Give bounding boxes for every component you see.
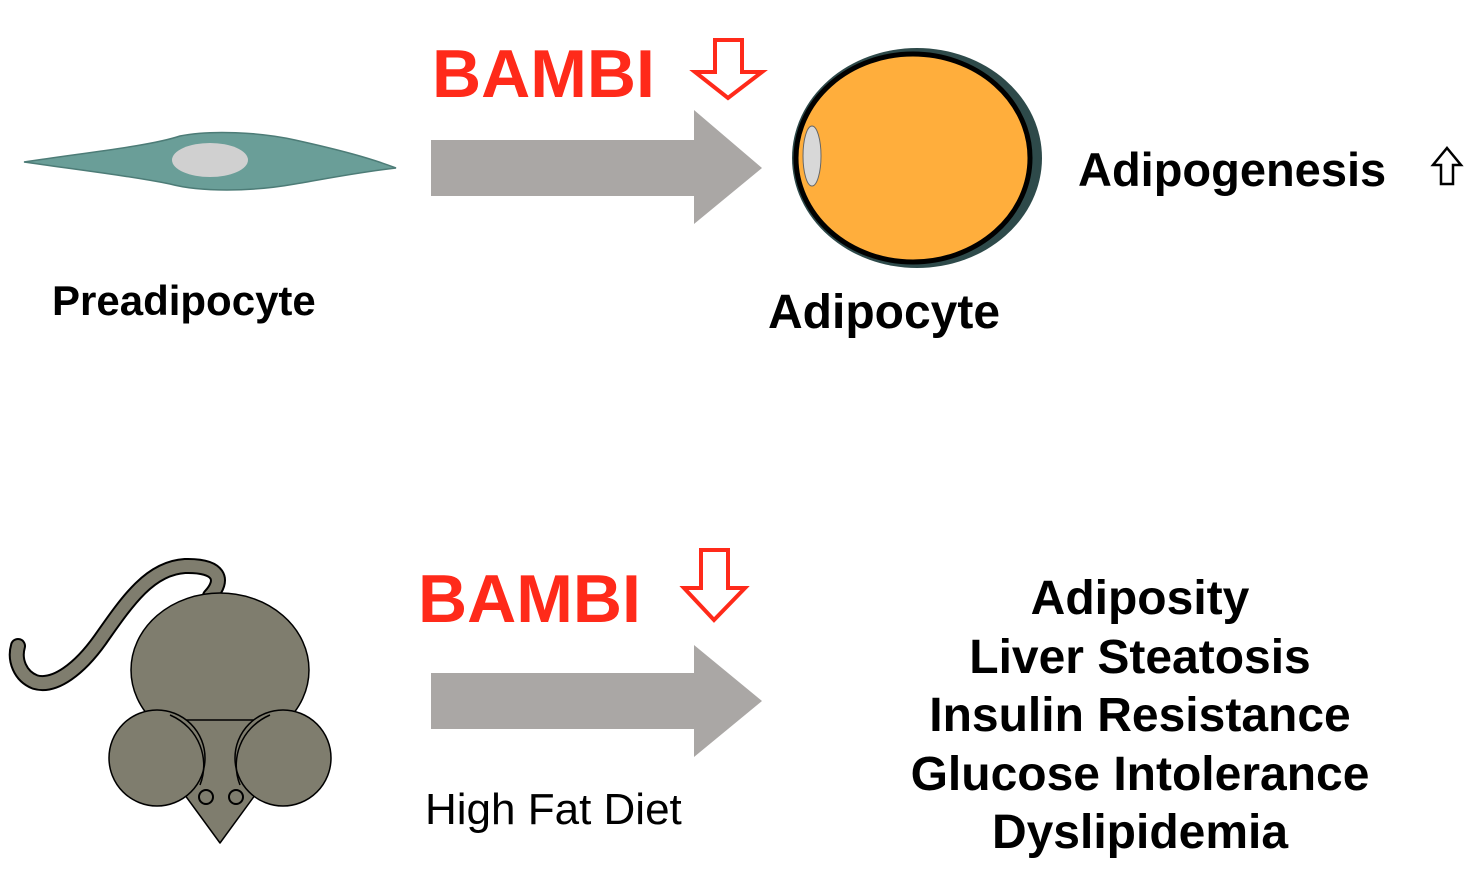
high-fat-diet-label: High Fat Diet [425, 785, 682, 834]
outcome-item: Liver Steatosis [969, 630, 1311, 684]
preadipocyte-label: Preadipocyte [52, 277, 316, 324]
outcomes-list: Adiposity Liver Steatosis Insulin Resist… [880, 570, 1400, 863]
outcome-item: Adiposity [1030, 572, 1250, 625]
bottom-bambi-label: BAMBI [418, 561, 641, 637]
outcome-item: Dyslipidemia [991, 806, 1289, 859]
outcome-item: Insulin Resistance [929, 689, 1351, 742]
adipogenesis-label: Adipogenesis [1078, 143, 1387, 196]
top-bambi-label: BAMBI [432, 36, 655, 112]
outcome-item: Glucose Intolerance [910, 747, 1370, 801]
adipocyte-label: Adipocyte [768, 286, 1001, 339]
